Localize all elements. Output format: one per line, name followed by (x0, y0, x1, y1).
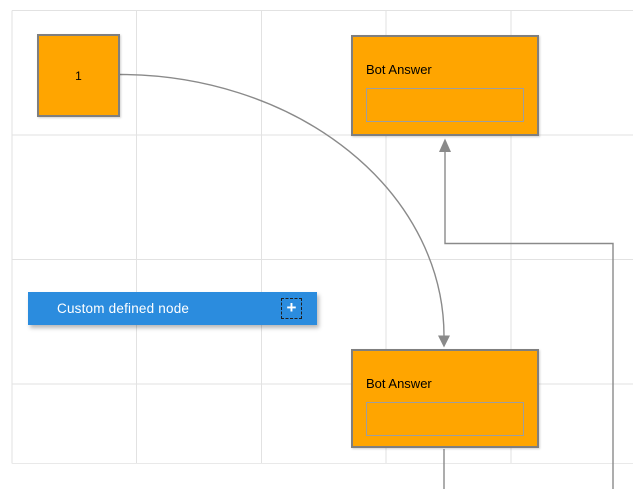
custom-node-label: Custom defined node (57, 301, 190, 316)
node-bot-answer-bottom[interactable]: Bot Answer (351, 349, 539, 448)
node-title: Bot Answer (366, 376, 432, 391)
plus-icon: + (286, 298, 297, 317)
orthogonal-connector[interactable] (439, 138, 614, 489)
node-square-label: 1 (75, 68, 82, 83)
node-bot-answer-top[interactable]: Bot Answer (351, 35, 539, 136)
node-square-1[interactable]: 1 (37, 34, 120, 117)
node-title: Bot Answer (366, 62, 432, 77)
bot-answer-input[interactable] (366, 88, 524, 122)
arrowhead-down-icon (438, 335, 450, 348)
add-node-button[interactable]: + (281, 298, 302, 319)
arrowhead-up-icon (439, 138, 451, 152)
bot-answer-input[interactable] (366, 402, 524, 436)
node-custom-defined[interactable]: Custom defined node + (28, 292, 317, 325)
curved-connector[interactable] (119, 73, 451, 348)
